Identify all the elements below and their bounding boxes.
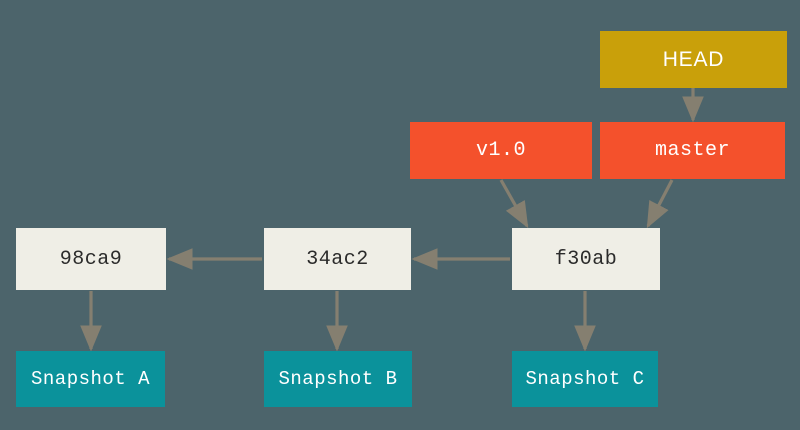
edge-master-to-f30ab bbox=[646, 179, 674, 229]
node-commit-98ca9-label: 98ca9 bbox=[59, 247, 123, 271]
node-commit-98ca9[interactable]: 98ca9 bbox=[16, 228, 166, 290]
node-commit-f30ab[interactable]: f30ab bbox=[512, 228, 660, 290]
node-commit-f30ab-label: f30ab bbox=[554, 247, 618, 271]
node-head-label: HEAD bbox=[662, 47, 725, 71]
node-snapshot-c[interactable]: Snapshot C bbox=[512, 351, 658, 407]
node-snapshot-b-label: Snapshot B bbox=[278, 368, 398, 390]
node-snapshot-b[interactable]: Snapshot B bbox=[264, 351, 412, 407]
node-snapshot-a-label: Snapshot A bbox=[30, 368, 151, 390]
edge-v1-to-f30ab bbox=[499, 179, 529, 229]
node-head[interactable]: HEAD bbox=[600, 31, 787, 88]
node-tag-v1-0[interactable]: v1.0 bbox=[410, 122, 592, 179]
node-snapshot-a[interactable]: Snapshot A bbox=[16, 351, 165, 407]
node-commit-34ac2[interactable]: 34ac2 bbox=[264, 228, 411, 290]
node-snapshot-c-label: Snapshot C bbox=[525, 368, 645, 390]
node-tag-v1-0-label: v1.0 bbox=[475, 139, 526, 162]
node-branch-master-label: master bbox=[654, 139, 730, 162]
node-commit-34ac2-label: 34ac2 bbox=[306, 247, 369, 271]
node-branch-master[interactable]: master bbox=[600, 122, 785, 179]
